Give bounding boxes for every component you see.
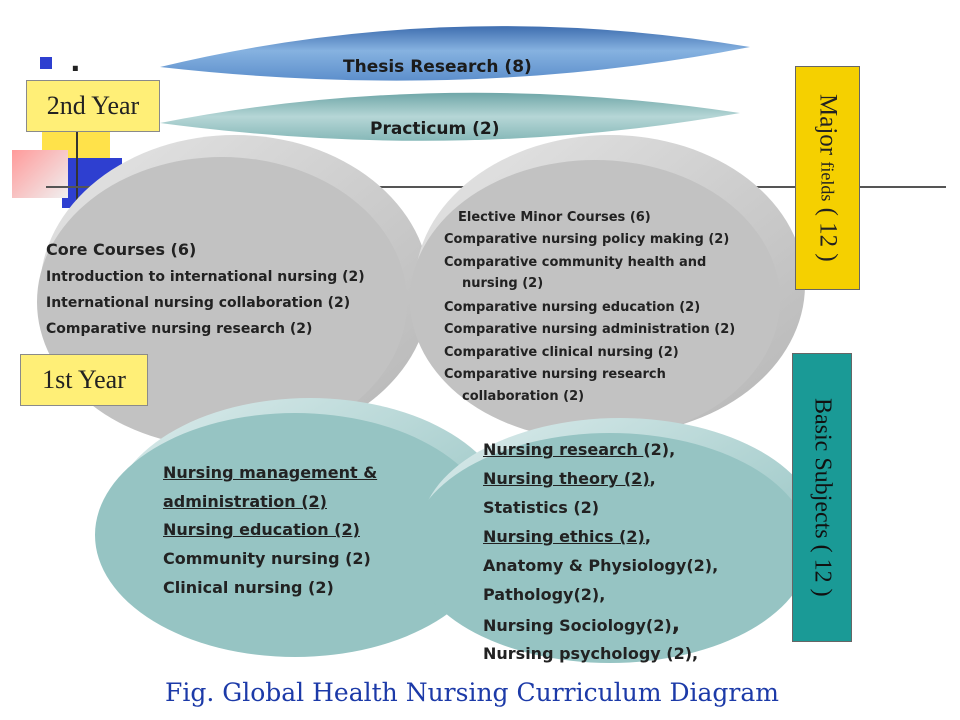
basic-left-disc-face xyxy=(95,413,495,657)
basic-right-item-part: Nursing ethics (2) xyxy=(483,527,645,546)
basic-subjects-box: Basic Subjects ( 12 ) xyxy=(792,353,852,642)
elective-item: nursing (2) xyxy=(462,276,544,291)
basic-right-item-part: Nursing research xyxy=(483,440,644,459)
basic-right-item: Nursing Sociology(2), xyxy=(483,612,680,637)
year1-label: 1st Year xyxy=(20,354,148,406)
elective-item: Comparative nursing education (2) xyxy=(444,300,701,315)
elective-item: collaboration (2) xyxy=(462,389,585,404)
elective-disc-face xyxy=(410,160,780,440)
elective-item: Comparative nursing policy making (2) xyxy=(444,232,730,247)
basic-right-item-part: Nursing theory (2) xyxy=(483,469,650,488)
elective-item: Comparative nursing administration (2) xyxy=(444,322,736,337)
practicum-band-shape xyxy=(160,92,740,141)
basic-left-item: Clinical nursing (2) xyxy=(163,578,334,597)
figure-caption: Fig. Global Health Nursing Curriculum Di… xyxy=(165,678,779,707)
basic-right-item-part: , xyxy=(649,469,656,488)
practicum-band xyxy=(160,92,740,141)
basic-right-disc-face xyxy=(410,433,810,663)
elective-item: Comparative community health and xyxy=(444,255,707,270)
basic-right-item-part: Nursing Sociology(2) xyxy=(483,616,672,635)
basic-left-item: administration (2) xyxy=(163,492,327,511)
decor-blue-small xyxy=(40,57,52,69)
thesis-band-shape xyxy=(160,26,750,81)
elective-item: Comparative clinical nursing (2) xyxy=(444,345,679,360)
basic-subjects-text: Basic Subjects ( 12 ) xyxy=(809,398,836,597)
core-item: International nursing collaboration (2) xyxy=(46,295,351,311)
major-fields-word: fields xyxy=(817,161,838,202)
basic-right-item: Nursing ethics (2), xyxy=(483,527,651,546)
basic-left-item: Nursing management & xyxy=(163,463,378,482)
basic-right-disc xyxy=(410,418,820,663)
core-item: Introduction to international nursing (2… xyxy=(46,269,365,285)
decor-red-square xyxy=(12,150,68,198)
practicum-label: Practicum (2) xyxy=(370,119,500,139)
major-fields-text: Major fields ( 12 ) xyxy=(814,94,842,262)
basic-right-item-part: , xyxy=(671,612,681,637)
major-fields-box: Major fields ( 12 ) xyxy=(795,66,860,290)
year1-text: 1st Year xyxy=(42,365,126,394)
core-item: Comparative nursing research (2) xyxy=(46,321,313,337)
basic-right-item: Pathology(2), xyxy=(483,585,606,604)
basic-left-item: Nursing education (2) xyxy=(163,520,360,539)
elective-title: Elective Minor Courses (6) xyxy=(458,210,651,225)
major-count: ( 12 ) xyxy=(814,207,842,262)
bullet-dot: . xyxy=(70,45,81,78)
major-label: Major xyxy=(814,94,842,156)
year2-label: 2nd Year xyxy=(26,80,160,132)
decor-line-v xyxy=(76,110,78,200)
basic-right-item: Anatomy & Physiology(2), xyxy=(483,556,719,575)
basic-left-item: Community nursing (2) xyxy=(163,549,371,568)
elective-disc xyxy=(410,135,805,440)
basic-right-item: Nursing theory (2), xyxy=(483,469,656,488)
basic-right-item: Nursing psychology (2), xyxy=(483,644,699,663)
basic-right-item-part: (2), xyxy=(643,440,676,459)
elective-item: Comparative nursing research xyxy=(444,367,666,382)
year2-text: 2nd Year xyxy=(46,91,140,120)
basic-left-disc xyxy=(95,398,510,657)
basic-right-item: Nursing research (2), xyxy=(483,440,675,459)
core-title: Core Courses (6) xyxy=(46,240,197,259)
basic-right-item: Statistics (2) xyxy=(483,498,600,517)
basic-right-item-part: , xyxy=(644,527,651,546)
thesis-band xyxy=(160,26,750,81)
thesis-label: Thesis Research (8) xyxy=(343,57,532,77)
